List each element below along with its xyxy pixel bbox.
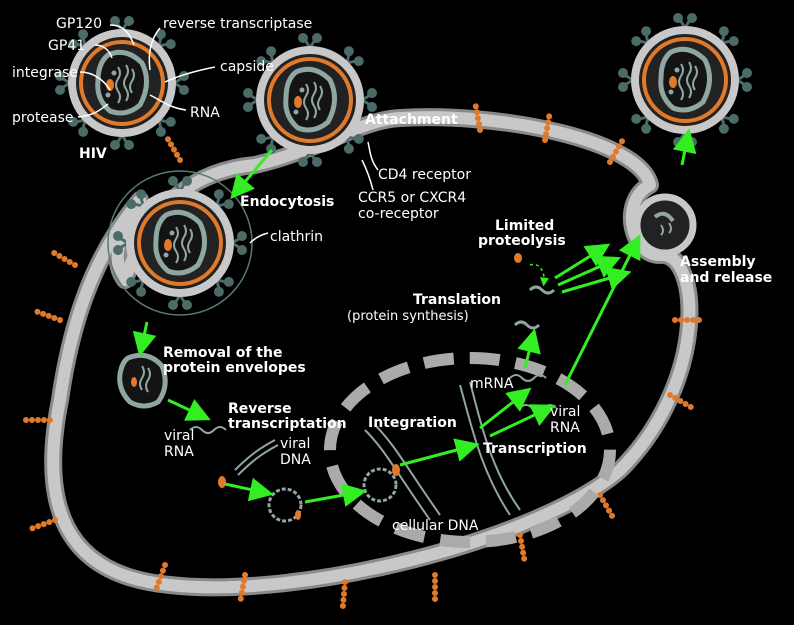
label-gp120: GP120 [56, 16, 102, 32]
label-translation-line1: Translation [413, 292, 501, 308]
label-endocytosis: Endocytosis [240, 194, 334, 210]
label-reverse-line2: transcriptation [228, 416, 347, 432]
budding-virion [633, 193, 697, 257]
label-protease: protease [12, 110, 74, 126]
protein-chain [513, 320, 541, 330]
label-coreceptor-line2: co-receptor [358, 206, 439, 222]
protease-enzyme [514, 253, 522, 263]
label-integrase: integrase [12, 65, 78, 81]
label-removal-line1: Removal of the [163, 345, 282, 361]
polyprotein [528, 285, 556, 295]
label-viral-rna-1a: viral [164, 428, 194, 444]
label-translation-line2: (protein synthesis) [347, 309, 469, 324]
label-viral-dna-a: viral [280, 436, 310, 452]
label-capside: capside [220, 59, 274, 75]
label-assembly-line1: Assembly [680, 254, 756, 270]
nucleus-envelope [324, 352, 616, 548]
label-hiv: HIV [79, 146, 107, 162]
cell-membrane [44, 108, 699, 597]
label-removal-line2: protein envelopes [163, 360, 306, 376]
label-coreceptor-line1: CCR5 or CXCR4 [358, 190, 466, 206]
label-clathrin: clathrin [270, 229, 323, 245]
label-reverse-line1: Reverse [228, 401, 292, 417]
label-limited-line2: proteolysis [478, 233, 566, 249]
label-cd4-receptor: CD4 receptor [378, 167, 471, 183]
viral-dna-helix [234, 439, 279, 476]
label-integration: Integration [368, 415, 457, 431]
label-mrna: mRNA [470, 376, 514, 392]
label-attachment: Attachment [365, 112, 458, 128]
reverse-transcriptase-enzyme [218, 476, 226, 488]
label-viral-rna-2a: viral [550, 404, 580, 420]
label-viral-rna-1b: RNA [164, 444, 194, 460]
label-transcription: Transcription [483, 441, 587, 457]
label-reverse-transcriptase: reverse transcriptase [163, 16, 312, 32]
leader-lines [77, 24, 379, 244]
label-cellular-dna: cellular DNA [392, 518, 479, 534]
mrna-strand [509, 374, 547, 382]
clathrin-coat [107, 170, 253, 316]
viral-rna-strand [189, 426, 227, 434]
label-limited-line1: Limited [495, 218, 554, 234]
uncoated-capsid [117, 352, 168, 409]
label-rna: RNA [190, 105, 220, 121]
label-viral-rna-2b: RNA [550, 420, 580, 436]
label-gp41: GP41 [48, 38, 85, 54]
label-assembly-line2: and release [680, 270, 772, 286]
label-viral-dna-b: DNA [280, 452, 311, 468]
process-arrows [132, 128, 697, 507]
